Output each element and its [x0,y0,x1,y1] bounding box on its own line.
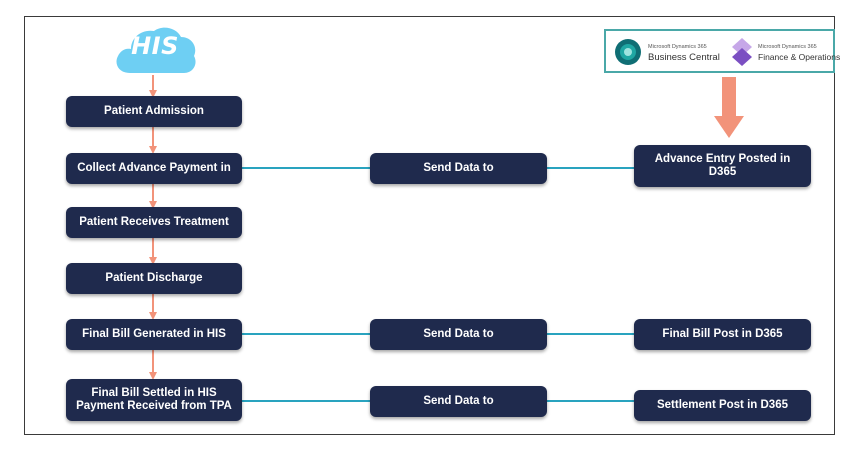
dynamics-logo-box: Microsoft Dynamics 365 Business Central … [604,29,840,73]
node-patient-admission: Patient Admission [66,96,242,127]
node-send-data-3: Send Data to [370,386,547,417]
bc-brand-small: Microsoft Dynamics 365 [648,44,707,50]
bc-brand-big: Business Central [648,52,720,63]
node-patient-receives-treatment: Patient Receives Treatment [66,207,242,238]
node-send-data-1: Send Data to [370,153,547,184]
fo-brand-small: Microsoft Dynamics 365 [758,44,817,50]
node-send-data-2: Send Data to [370,319,547,350]
node-collect-advance-payment: Collect Advance Payment in [66,153,242,184]
node-settlement-post: Settlement Post in D365 [634,390,811,421]
finance-operations-icon [732,38,752,66]
his-cloud-icon [116,27,196,73]
business-central-icon [615,39,641,65]
big-down-arrow [714,77,744,138]
fo-brand-big: Finance & Operations [758,52,841,62]
node-final-bill-generated: Final Bill Generated in HIS [66,319,242,350]
his-logo-text: HIS [131,32,179,60]
node-final-bill-settled: Final Bill Settled in HIS Payment Receiv… [66,379,242,421]
node-final-bill-post: Final Bill Post in D365 [634,319,811,350]
node-patient-discharge: Patient Discharge [66,263,242,294]
node-advance-entry-posted: Advance Entry Posted in D365 [634,145,811,187]
